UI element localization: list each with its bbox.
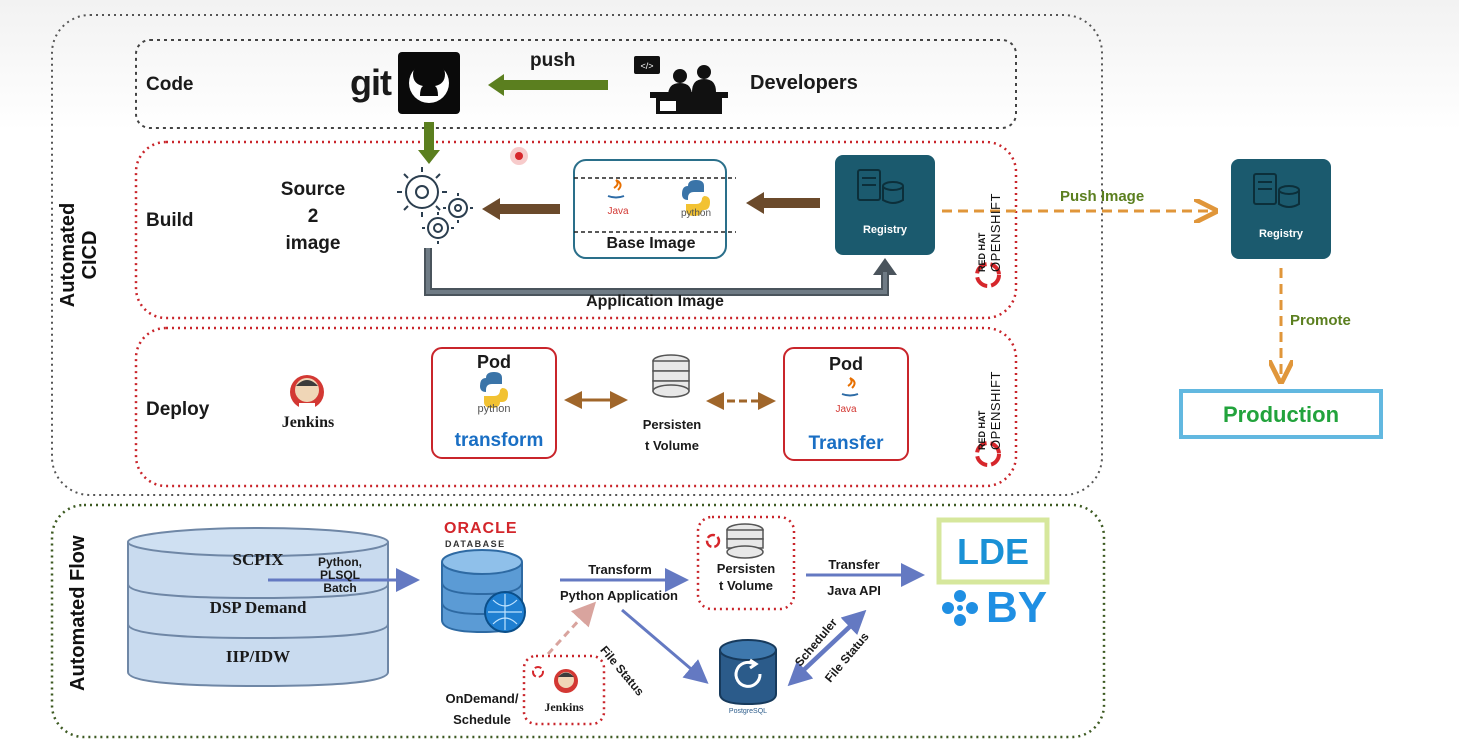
java-label-base: Java <box>607 206 629 217</box>
production-box <box>1179 389 1383 439</box>
java-api-label: Java API <box>827 583 881 598</box>
registry-label-build: Registry <box>862 224 908 236</box>
postgresql-icon <box>719 639 777 706</box>
git-wordmark: git <box>350 62 392 103</box>
openshift-logo-build <box>975 262 1001 288</box>
flow-section-label: Automated Flow <box>67 535 89 691</box>
jenkins-label-flow: Jenkins <box>544 700 584 714</box>
oracle-label: ORACLE <box>444 520 518 537</box>
pod2-title: Pod <box>829 354 863 374</box>
push-image-label: Push Image <box>1060 188 1145 205</box>
transfer-label: Transfer <box>828 557 880 572</box>
pod-transform-box <box>431 347 557 459</box>
batch-label: Python, PLSQL Batch <box>318 555 362 595</box>
oracle-db-icon <box>441 549 526 634</box>
build-box <box>134 140 1018 320</box>
pv-label-deploy: Persisten t Volume <box>642 417 702 453</box>
transform-label: Transform <box>588 562 652 577</box>
pv-db-icon-deploy <box>652 354 690 398</box>
deploy-box <box>134 326 1018 488</box>
git-to-build-arrow <box>418 122 440 164</box>
promote-label: Promote <box>1290 312 1351 329</box>
scheduler-arrow <box>787 609 867 687</box>
java-icon-pod <box>841 377 859 397</box>
base-image-box <box>573 159 727 259</box>
openshift-logo-deploy <box>975 441 1001 467</box>
pod2-name: Transfer <box>808 433 884 454</box>
cicd-frame <box>51 14 1103 496</box>
jenkins-icon-deploy <box>290 375 324 411</box>
file-status-arrow <box>621 608 709 684</box>
db-item-iip-idw: IIP/IDW <box>225 647 291 666</box>
python-icon-base <box>682 180 710 216</box>
openshift-logo-jenkins <box>532 666 544 678</box>
database-label: DATABASE <box>445 539 506 549</box>
jenkins-box-flow <box>522 654 606 726</box>
pod1-title: Pod <box>477 352 511 372</box>
source-db-cylinder <box>127 527 389 688</box>
by-label: BY <box>986 583 1048 632</box>
jenkins-icon-flow <box>554 669 578 693</box>
production-label: Production <box>1222 402 1340 427</box>
pv-box-flow <box>696 515 796 611</box>
db-item-scpix: SCPIX <box>232 550 284 569</box>
pv-db-icon-flow <box>726 523 764 559</box>
openshift-logo-flow <box>705 533 721 549</box>
code-box <box>135 39 1017 129</box>
base-image-label: Base Image <box>606 235 696 252</box>
pod-transfer-box <box>783 347 909 461</box>
application-image-arrow <box>424 248 897 296</box>
lde-label: LDE <box>957 531 1029 572</box>
ondemand-arrow <box>546 601 597 656</box>
db-item-dsp-demand: DSP Demand <box>209 598 307 617</box>
pv-label-flow: Persisten t Volume <box>716 561 776 593</box>
deploy-label: Deploy <box>146 399 210 420</box>
registry-icon-build <box>835 155 935 255</box>
red-indicator <box>510 147 528 165</box>
developers-label: Developers <box>750 72 858 94</box>
pod2-lang: Java <box>835 404 857 415</box>
build-label: Build <box>146 210 194 231</box>
push-arrow <box>488 74 608 96</box>
python-label-base: python <box>680 208 712 219</box>
registry-icon-prod <box>1231 159 1331 259</box>
jenkins-label-deploy: Jenkins <box>281 414 335 431</box>
registry-label-prod: Registry <box>1258 228 1304 240</box>
developers-icon: </> <box>634 56 728 114</box>
application-image-label: Application Image <box>586 293 724 310</box>
pod1-lang: python <box>477 403 511 415</box>
registry-to-base-arrow <box>746 192 820 214</box>
by-logo-icon <box>942 590 978 626</box>
python-app-label: Python Application <box>560 588 678 603</box>
postgresql-label: PostgreSQL <box>728 708 768 715</box>
cicd-section-label: Automated CICD <box>57 202 101 308</box>
gears-icon <box>397 167 473 244</box>
pod1-name: transform <box>454 430 544 451</box>
openshift-text-build: RED HAT OPENSHIFT <box>977 193 1003 272</box>
python-icon-pod <box>480 372 508 408</box>
svg-text:</>: </> <box>640 61 653 71</box>
ondemand-label: OnDemand/ Schedule <box>445 691 519 727</box>
flow-frame <box>50 503 1106 739</box>
openshift-text-deploy: RED HAT OPENSHIFT <box>977 371 1003 450</box>
lde-box <box>936 517 1050 585</box>
base-to-s2i-arrow <box>482 198 560 220</box>
source-to-image-label: Source 2 image <box>280 179 346 254</box>
push-label: push <box>530 50 576 71</box>
github-icon <box>398 52 460 114</box>
java-icon <box>607 179 625 199</box>
code-label: Code <box>146 74 194 95</box>
